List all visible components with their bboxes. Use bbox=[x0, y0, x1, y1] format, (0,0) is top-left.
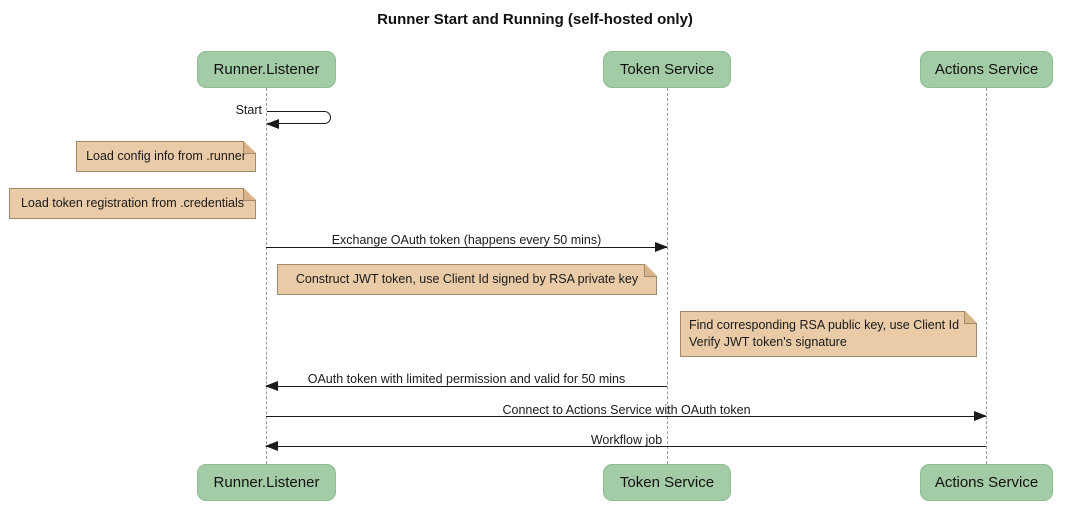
diagram-title: Runner Start and Running (self-hosted on… bbox=[377, 11, 693, 28]
arrowhead-right-icon bbox=[974, 411, 987, 422]
actor-actions-service-bottom: Actions Service bbox=[920, 464, 1053, 501]
actor-runner-listener-bottom: Runner.Listener bbox=[197, 464, 336, 501]
actor-runner-listener-top: Runner.Listener bbox=[197, 51, 336, 88]
message-oauth-return-line bbox=[265, 381, 667, 392]
self-message-loop bbox=[266, 111, 331, 129]
actor-label: Runner.Listener bbox=[213, 474, 320, 491]
note-text-line1: Find corresponding RSA public key, use C… bbox=[689, 318, 960, 333]
actor-label: Actions Service bbox=[934, 474, 1039, 491]
actor-actions-service-top: Actions Service bbox=[920, 51, 1053, 88]
note-text: Construct JWT token, use Client Id signe… bbox=[295, 272, 639, 287]
arrowhead-left-icon bbox=[265, 381, 278, 392]
lifeline-token-service bbox=[667, 88, 668, 464]
message-workflow-label: Workflow job bbox=[590, 433, 663, 447]
note-fold-icon bbox=[964, 311, 977, 324]
message-connect-label: Connect to Actions Service with OAuth to… bbox=[502, 403, 751, 417]
arrowhead-left-icon bbox=[265, 441, 278, 452]
actor-label: Token Service bbox=[619, 474, 715, 491]
note-verify-jwt: Find corresponding RSA public key, use C… bbox=[680, 311, 977, 357]
actor-label: Actions Service bbox=[934, 61, 1039, 78]
note-construct-jwt: Construct JWT token, use Client Id signe… bbox=[277, 264, 657, 295]
lifeline-actions-service bbox=[986, 88, 987, 464]
note-fold-icon bbox=[243, 141, 256, 154]
arrowhead-left-icon bbox=[266, 118, 279, 129]
lifeline-runner-listener bbox=[266, 88, 267, 464]
message-connect-line bbox=[266, 411, 987, 422]
note-text: Load config info from .runner bbox=[86, 149, 246, 164]
note-text-line2: Verify JWT token's signature bbox=[689, 335, 847, 349]
message-workflow-line bbox=[265, 441, 986, 452]
message-exchange-label: Exchange OAuth token (happens every 50 m… bbox=[331, 233, 602, 247]
note-load-config: Load config info from .runner bbox=[76, 141, 256, 172]
actor-token-service-bottom: Token Service bbox=[603, 464, 731, 501]
actor-token-service-top: Token Service bbox=[603, 51, 731, 88]
message-oauth-return-label: OAuth token with limited permission and … bbox=[307, 372, 626, 386]
note-text: Load token registration from .credential… bbox=[20, 196, 245, 211]
arrowhead-right-icon bbox=[655, 242, 668, 253]
note-fold-icon bbox=[243, 188, 256, 201]
actor-label: Runner.Listener bbox=[213, 61, 320, 78]
message-exchange-line bbox=[266, 242, 668, 253]
actor-label: Token Service bbox=[619, 61, 715, 78]
note-fold-icon bbox=[644, 264, 657, 277]
note-load-token-registration: Load token registration from .credential… bbox=[9, 188, 256, 219]
message-start-label: Start bbox=[235, 103, 262, 117]
